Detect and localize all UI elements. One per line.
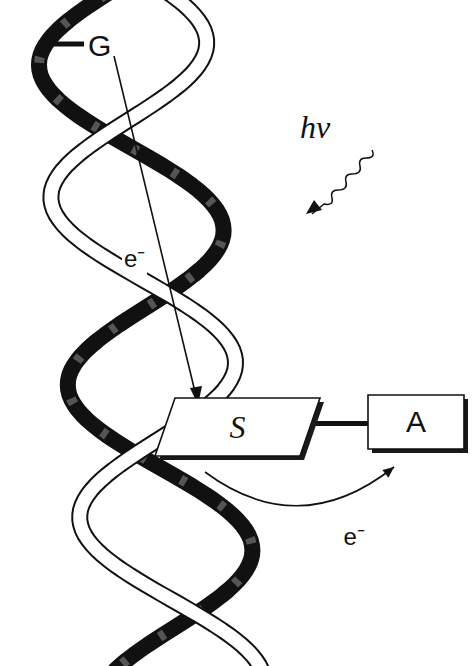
light-wave-arrow bbox=[306, 150, 373, 214]
electron-transfer-arrow bbox=[114, 56, 202, 405]
edge-connector bbox=[310, 423, 368, 424]
photon-label: hν bbox=[298, 108, 332, 147]
edge-label: e⁻ bbox=[342, 518, 367, 553]
sensitizer-box: S bbox=[155, 398, 320, 456]
node-label: A bbox=[406, 405, 426, 439]
guanine-label: G bbox=[86, 28, 113, 64]
node-label: S bbox=[230, 409, 246, 446]
guanine-tether bbox=[48, 42, 84, 47]
electron-label: e⁻ bbox=[122, 240, 147, 275]
edge-connector bbox=[205, 467, 394, 506]
acceptor-box: A bbox=[368, 395, 464, 449]
